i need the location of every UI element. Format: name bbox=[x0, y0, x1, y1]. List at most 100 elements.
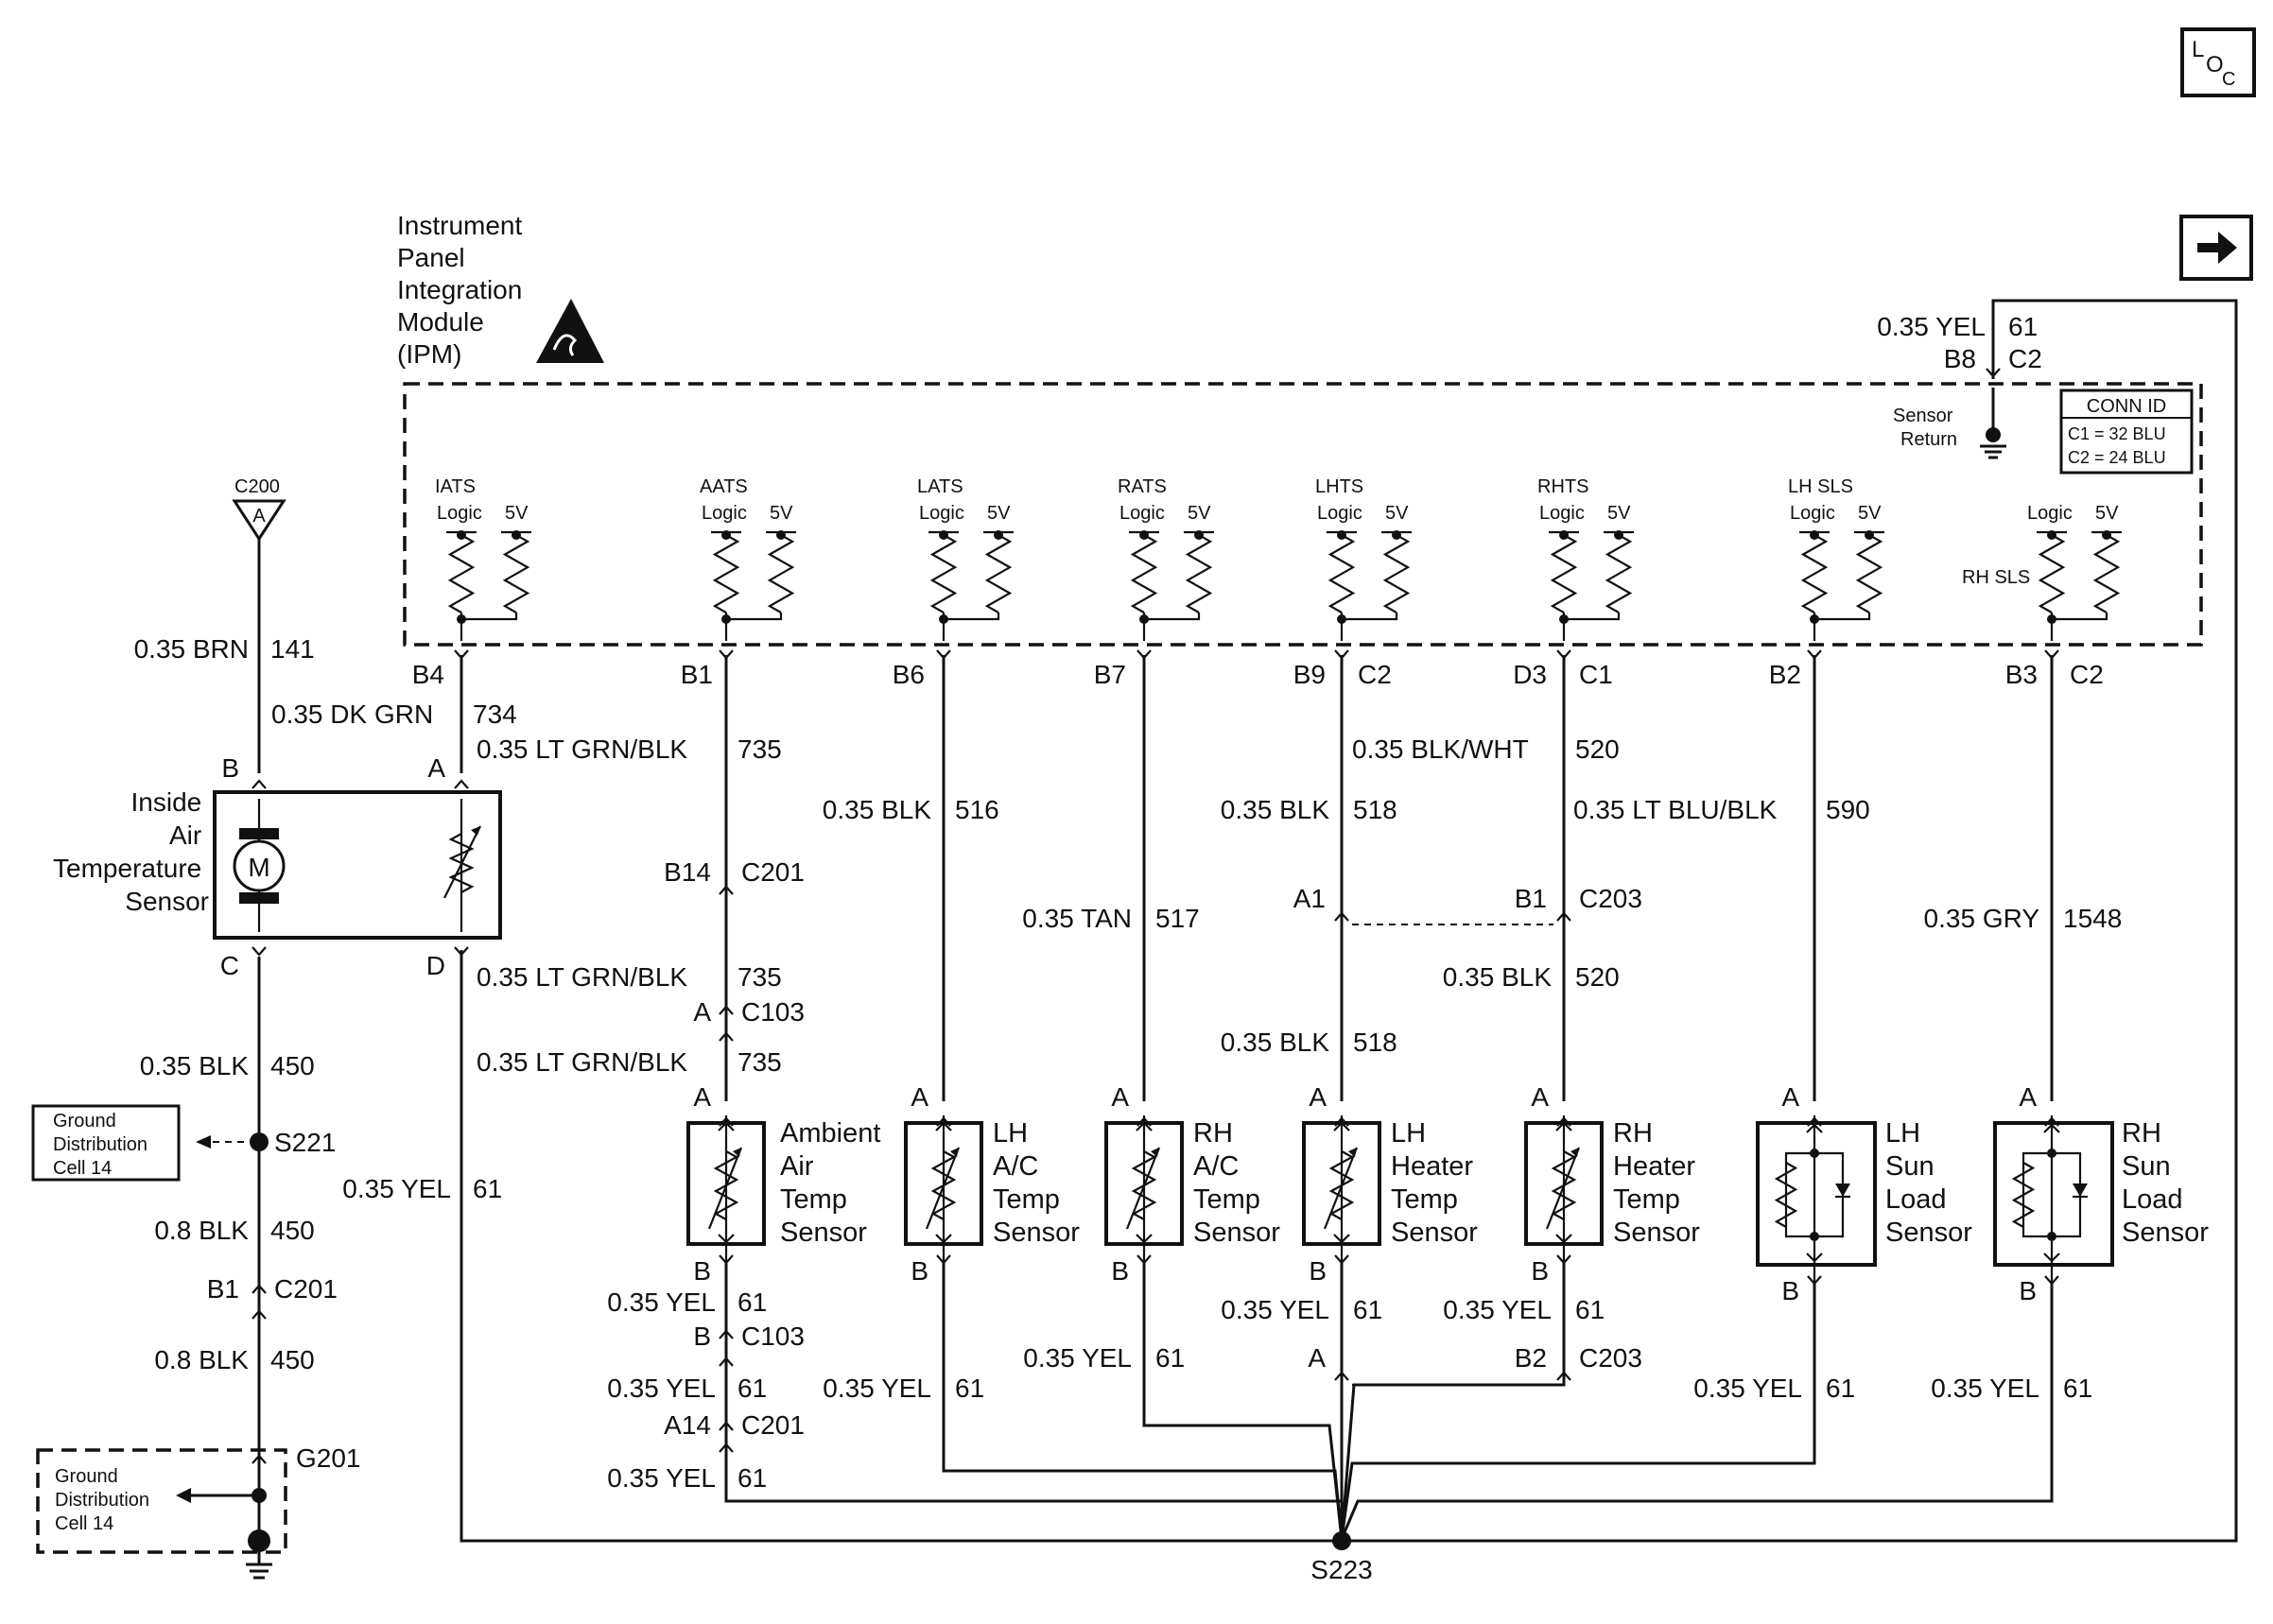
wire-label-ltgrnblk-a: 0.35 LT GRN/BLK bbox=[477, 734, 687, 764]
connector-chevron-down bbox=[252, 946, 267, 957]
input-label-5: RHTS bbox=[1537, 476, 1588, 497]
pin-a-lhheater: A bbox=[1309, 1082, 1327, 1112]
next-page-button[interactable] bbox=[2179, 215, 2253, 281]
wire-label-blk-518-b: 0.35 BLK bbox=[1221, 1028, 1330, 1057]
logic-label: Logic bbox=[437, 503, 482, 524]
conn-c1-d3: C1 bbox=[1579, 660, 1613, 689]
five-volt-label: 5V bbox=[1858, 503, 1882, 524]
wire-circuit-61-lhac: 61 bbox=[955, 1373, 984, 1403]
lh-sun-load-sensor bbox=[1756, 1115, 1877, 1281]
wire-circuit-61-d: 61 bbox=[473, 1174, 502, 1203]
five-volt-label: 5V bbox=[505, 503, 529, 524]
wire-label-yel-lhh: 0.35 YEL bbox=[1221, 1295, 1329, 1324]
resistor-icon bbox=[1327, 534, 1356, 613]
wire-label-tan: 0.35 TAN bbox=[1022, 904, 1132, 933]
svg-text:Distribution: Distribution bbox=[53, 1134, 147, 1155]
connector-chevron-up bbox=[936, 1116, 951, 1127]
pin-b-rhheater: B bbox=[1531, 1256, 1549, 1286]
wire-61-rhheater bbox=[1340, 1260, 1566, 1540]
connector-chevron-down bbox=[1556, 649, 1571, 660]
rh-ac-temp-sensor-label: RH A/C Temp Sensor bbox=[1193, 1118, 1280, 1248]
resistor-icon bbox=[2011, 1162, 2036, 1228]
pin-b3: B3 bbox=[2005, 660, 2038, 689]
wire-circuit-735-c: 735 bbox=[737, 1047, 782, 1077]
connector-chevron-down bbox=[2044, 649, 2059, 660]
resistor-icon bbox=[1550, 534, 1578, 613]
wire-circuit-61-amb-c: 61 bbox=[737, 1463, 767, 1493]
connector-c200-label: C200 bbox=[234, 476, 280, 497]
pin-a-rhac: A bbox=[1111, 1082, 1129, 1112]
wire-label-blk-518: 0.35 BLK bbox=[1221, 795, 1330, 824]
esd-warning-icon bbox=[536, 299, 604, 363]
wire-label-yel-lhsun: 0.35 YEL bbox=[1693, 1373, 1802, 1403]
connector-chevron-up bbox=[2044, 1116, 2059, 1127]
connector-chevron-up bbox=[252, 779, 267, 789]
conn-c201-c: C201 bbox=[741, 1410, 805, 1440]
sensor-return-label: Sensor Return bbox=[1893, 406, 1958, 450]
five-volt-label: 5V bbox=[770, 503, 793, 524]
wire-circuit-61-rhac: 61 bbox=[1155, 1343, 1185, 1373]
resistor-icon bbox=[1800, 534, 1829, 613]
connector-chevron-up bbox=[719, 1116, 734, 1127]
input-label-4: LHTS bbox=[1315, 476, 1363, 497]
connector-chevron-up bbox=[1334, 1371, 1349, 1381]
wire-label-yel-rhsun: 0.35 YEL bbox=[1931, 1373, 2039, 1403]
wire-61-lhsun bbox=[1340, 1281, 1816, 1540]
connector-chevron-down bbox=[1986, 368, 2001, 378]
resistor-icon bbox=[2092, 534, 2121, 613]
wire-label-blkwht: 0.35 BLK/WHT bbox=[1352, 734, 1529, 764]
resistor-icon bbox=[712, 534, 740, 613]
pin-a1: A1 bbox=[1293, 884, 1326, 913]
conn-c201-b: C201 bbox=[741, 857, 805, 887]
resistor-icon bbox=[1605, 534, 1633, 613]
connector-chevron-up bbox=[454, 779, 469, 789]
resistor-icon bbox=[984, 534, 1013, 613]
connector-chevron-up bbox=[719, 1443, 734, 1453]
resistor-icon bbox=[1855, 534, 1883, 613]
rh-sun-load-sensor bbox=[1993, 1115, 2114, 1281]
sensor-row bbox=[686, 1115, 2114, 1281]
logic-label: Logic bbox=[1317, 503, 1362, 524]
wire-circuit-735-b: 735 bbox=[737, 962, 782, 992]
wire-label-yel-amb-b: 0.35 YEL bbox=[607, 1373, 716, 1403]
diode-icon bbox=[1835, 1183, 1850, 1197]
pin-b14: B14 bbox=[664, 857, 711, 887]
connector-chevron-down bbox=[1807, 649, 1822, 660]
arrow-right-icon bbox=[2197, 232, 2237, 264]
wire-circuit-61-rhh: 61 bbox=[1575, 1295, 1605, 1324]
pin-a-ambient: A bbox=[693, 1082, 711, 1112]
lh-ac-temp-sensor bbox=[904, 1115, 983, 1260]
pin-b1: B1 bbox=[207, 1274, 239, 1304]
wire-circuit-590: 590 bbox=[1826, 795, 1870, 824]
wire-label-yel-lhac: 0.35 YEL bbox=[823, 1373, 931, 1403]
connector-chevron-up bbox=[719, 1005, 734, 1015]
connector-chevron-up bbox=[1556, 1116, 1571, 1127]
inside-air-temp-sensor: M bbox=[213, 790, 502, 940]
svg-text:Cell 14: Cell 14 bbox=[53, 1158, 112, 1179]
connector-chevron-down bbox=[454, 649, 469, 660]
connector-chevrons bbox=[252, 368, 2059, 1464]
wire-61-rhsun bbox=[1340, 1281, 2054, 1540]
connector-chevron-up bbox=[719, 1356, 734, 1367]
pin-b-rhac: B bbox=[1111, 1256, 1129, 1286]
connector-chevron-down bbox=[1136, 1254, 1152, 1265]
pin-a-rhsun: A bbox=[2019, 1082, 2037, 1112]
location-button[interactable]: L O C bbox=[2180, 27, 2256, 97]
pin-d3: D3 bbox=[1513, 660, 1547, 689]
pin-b-lhheater: B bbox=[1309, 1256, 1327, 1286]
input-label-0: IATS bbox=[435, 476, 476, 497]
pin-b8: B8 bbox=[1944, 344, 1976, 373]
ground-distribution-arrow-icon bbox=[196, 1135, 211, 1149]
wire-circuit-734: 734 bbox=[473, 700, 517, 729]
conn-id-c1: C1 = 32 BLU bbox=[2068, 424, 2166, 443]
wire-label-yel-amb: 0.35 YEL bbox=[607, 1287, 716, 1317]
pin-b: B bbox=[221, 753, 239, 783]
connector-chevron-up bbox=[252, 1309, 267, 1320]
pin-a-lhsun: A bbox=[1781, 1082, 1799, 1112]
wire-circuit-516: 516 bbox=[955, 795, 999, 824]
wire-label-ltblublk: 0.35 LT BLU/BLK bbox=[1573, 795, 1778, 824]
wire-label-yel-amb-c: 0.35 YEL bbox=[607, 1463, 716, 1493]
rh-ac-temp-sensor bbox=[1104, 1115, 1184, 1260]
connector-chevron-down bbox=[719, 649, 734, 660]
